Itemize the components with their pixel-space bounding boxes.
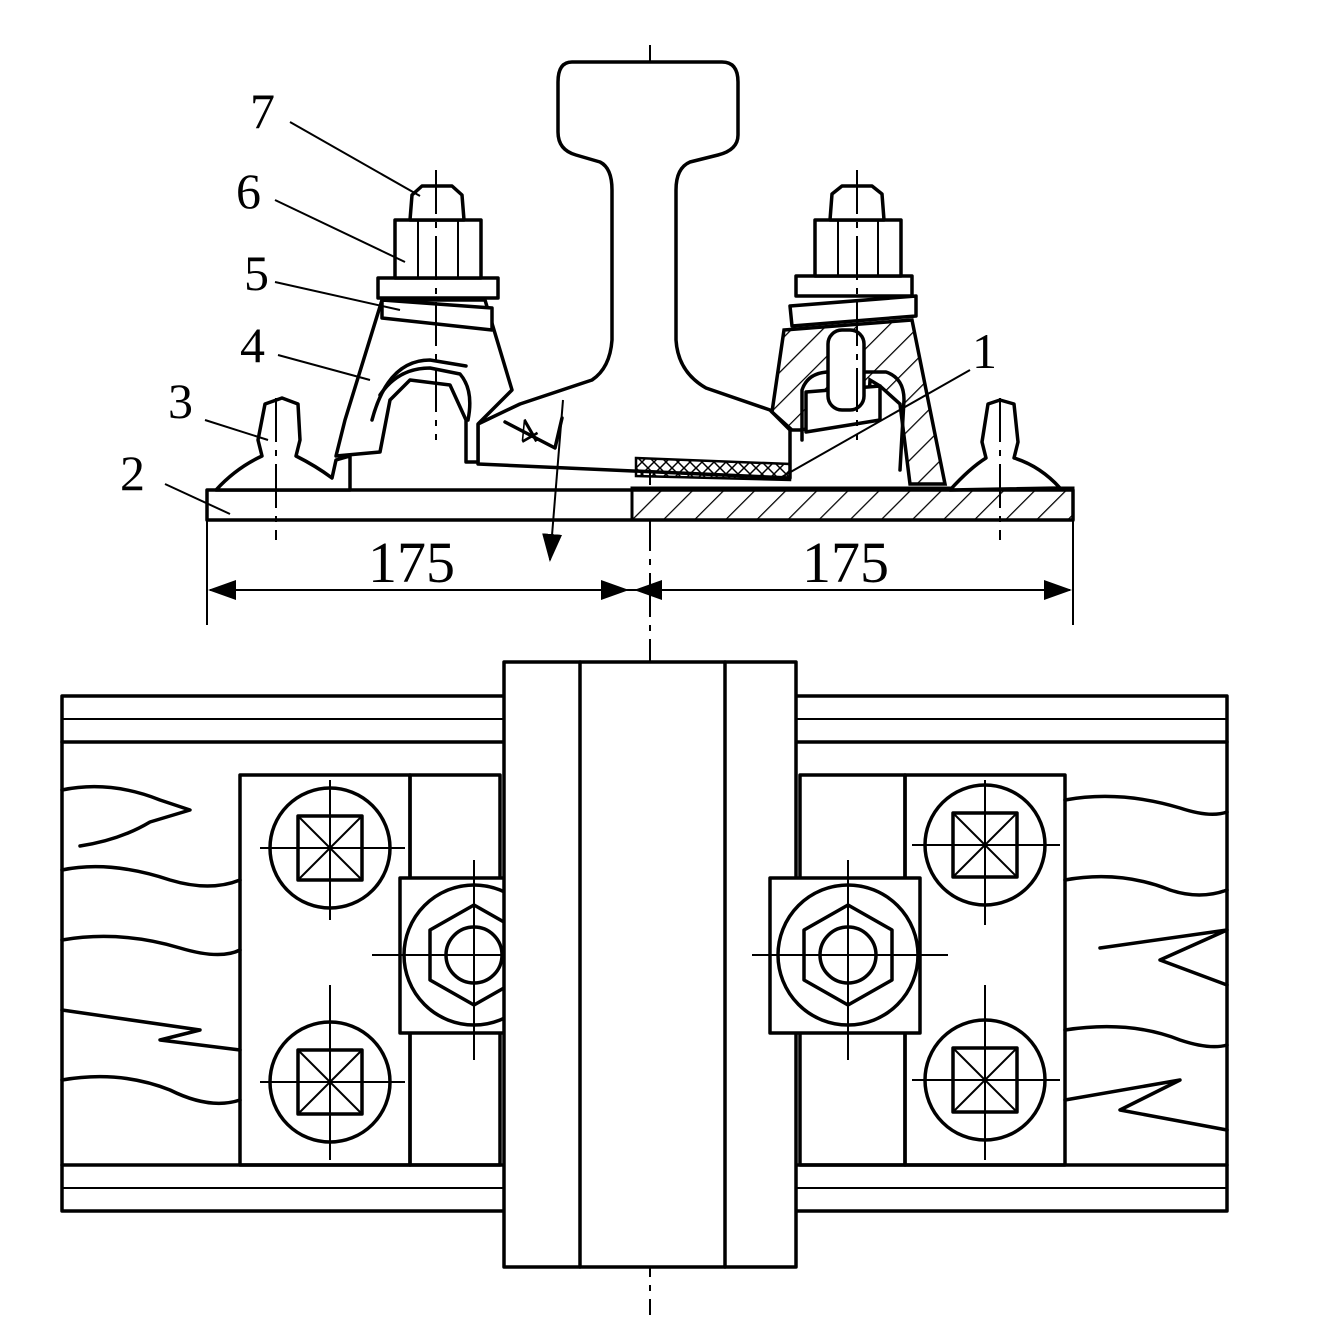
wood-grain-right (1063, 794, 1229, 1132)
leader-3 (204, 419, 269, 441)
wood-grain-left (60, 784, 242, 1106)
left-washer (376, 276, 500, 300)
right-plate (788, 294, 918, 328)
cross-section-view: 4 7 6 5 4 3 2 1 175 175 (120, 45, 1075, 1315)
left-anchor-top (260, 780, 405, 920)
leader-7 (289, 121, 421, 197)
base-plate-section-hatch (630, 486, 1075, 522)
callout-5: 5 (244, 245, 269, 301)
callout-4: 4 (240, 317, 265, 373)
callout-1: 1 (972, 323, 997, 379)
plan-view (60, 660, 1229, 1269)
rail-plan (502, 660, 798, 1269)
leader-1 (779, 369, 971, 479)
dimension-left: 175 (368, 530, 455, 595)
dimension-right: 175 (802, 530, 889, 595)
callout-7: 7 (250, 83, 275, 139)
rail-pad (634, 456, 792, 482)
right-clamp-bolt-plan (752, 860, 948, 1060)
left-anchor-bottom (260, 985, 405, 1160)
right-anchor-bottom (912, 985, 1060, 1160)
callout-6: 6 (236, 163, 261, 219)
leader-6 (274, 199, 406, 263)
callout-3: 3 (168, 373, 193, 429)
slope-mark (503, 416, 564, 450)
right-anchor-top (912, 780, 1060, 925)
left-spike (214, 396, 352, 492)
leader-2 (164, 483, 231, 515)
right-washer (794, 274, 914, 298)
gap-arrow (542, 399, 564, 562)
right-bolt-shank (826, 328, 866, 412)
callout-2: 2 (120, 445, 145, 501)
right-spike (948, 398, 1062, 492)
leader-5 (274, 281, 401, 311)
left-nut (393, 218, 483, 280)
left-clip (378, 366, 472, 422)
leader-4 (277, 354, 371, 381)
